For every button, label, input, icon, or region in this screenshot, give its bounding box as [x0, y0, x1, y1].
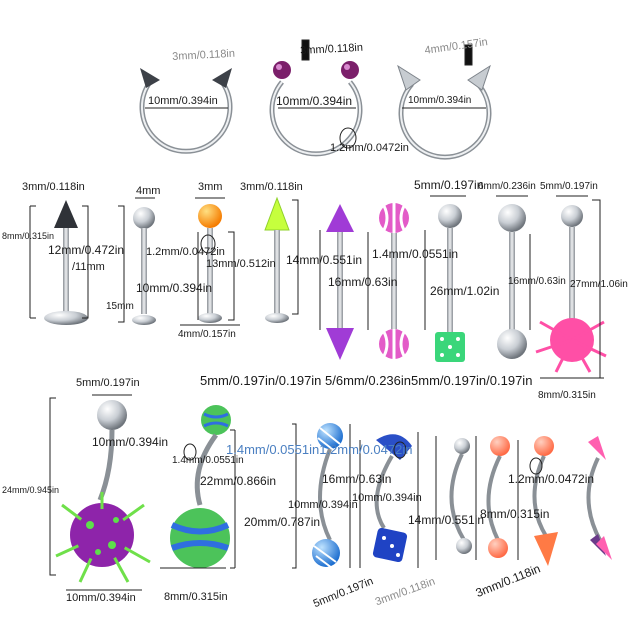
- labret-lime-length: 14mm/0.551in: [286, 253, 363, 267]
- barbell-purple-spikes: [326, 204, 354, 360]
- ring-spike-silver: [397, 64, 492, 160]
- barbell-steel-top: 6mm/0.236in: [478, 181, 536, 192]
- labret-orange-gauge: 1.2mm/0.0472in: [146, 246, 225, 258]
- curved-coral-spike: [532, 436, 558, 566]
- barbell-pink-koosh: [535, 205, 607, 373]
- navel-koosh-top: 5mm/0.197in: [76, 377, 140, 389]
- barbell-dice-length: 26mm/1.02in: [430, 284, 500, 298]
- labret-lime-spike: [264, 196, 290, 323]
- labret-spike-length-alt: /11mm: [72, 261, 105, 273]
- curved-steel: [449, 438, 472, 554]
- barbell-magenta-striped: [379, 203, 409, 359]
- barbell-koosh-base: 8mm/0.315in: [538, 390, 596, 401]
- ring1-diameter: 10mm/0.394in: [148, 95, 218, 107]
- labret-ball-top: 4mm: [136, 185, 161, 197]
- labret-spike-length: 12mm/0.472in: [48, 243, 125, 257]
- curved-pink-spike: [586, 436, 612, 560]
- curved-dice-mid: 10mm/0.394in: [352, 492, 422, 504]
- barbell-steel: [497, 204, 527, 359]
- ring-purple-balls: [269, 61, 363, 157]
- navel-green-striped: [170, 405, 231, 568]
- labret-orange-length-a: 13mm/0.512in: [206, 258, 276, 270]
- navel-purple-koosh: [55, 400, 151, 583]
- labret-orange-top: 3mm: [198, 181, 223, 193]
- labret-ball-base: 15mm: [106, 301, 134, 312]
- labret-spike: [44, 200, 88, 325]
- curved-blue-dice: [372, 434, 412, 563]
- barbell-koosh-top: 5mm/0.197in: [540, 181, 598, 192]
- labret-ball: [132, 207, 156, 325]
- barbell-koosh-length: 27mm/1.06in: [570, 279, 628, 290]
- barbell-green-dice: [435, 204, 465, 362]
- labret-orange-base: 4mm/0.157in: [178, 329, 236, 340]
- labret-spike-side: 8mm/0.315in: [2, 231, 55, 241]
- navel-koosh-length: 24mm/0.945in: [2, 485, 60, 495]
- curved-gauge-sizes: 1.4mm/0.0551in1.2mm/0.0472in: [226, 442, 413, 457]
- row2-bottom-sizes: 5mm/0.197in/0.197in 5/6mm/0.236in5mm/0.1…: [200, 373, 533, 388]
- ring2-diameter: 10mm/0.394in: [276, 94, 353, 108]
- curved-blue-striped: [312, 423, 343, 569]
- curved-coral-gauge: 1.2mm/0.0472in: [508, 472, 595, 486]
- labret-spike-top: 3mm/0.118in: [22, 181, 85, 193]
- navel-striped-gauge: 1.4mm/0.0551in: [172, 455, 244, 466]
- curved-blue-length: 16mm/0.63in: [322, 472, 392, 486]
- labret-orange-length-b: 10mm/0.394in: [136, 281, 213, 295]
- labret-lime-top: 3mm/0.118in: [240, 181, 303, 193]
- navel-koosh-base: 10mm/0.394in: [66, 592, 136, 604]
- navel-striped-base: 8mm/0.315in: [164, 591, 228, 603]
- labret-orange-ball: [198, 204, 222, 323]
- barbell-magenta-gauge: 1.4mm/0.0551in: [372, 247, 459, 261]
- ring3-diameter: 10mm/0.394in: [408, 95, 472, 106]
- curved-coral: [486, 436, 510, 558]
- barbell-dice-top: 5mm/0.197in: [414, 178, 484, 192]
- ring-spike-steel: [139, 68, 233, 154]
- curved-blue-mid: 10mm/0.394in: [288, 499, 358, 511]
- navel-koosh-mid: 10mm/0.394in: [92, 435, 169, 449]
- navel-striped-length-b: 20mm/0.787in: [244, 515, 321, 529]
- ring2-gauge: 1.2mm/0.0472in: [330, 142, 409, 154]
- curved-coral-length: 8mm/0.315in: [480, 507, 550, 521]
- navel-striped-length-a: 22mm/0.866in: [200, 474, 277, 488]
- barbell-steel-length: 16mm/0.63in: [508, 276, 566, 287]
- barbell-purple-length: 16mm/0.63in: [328, 275, 398, 289]
- curved-steel-length: 14mm/0.551in: [408, 513, 485, 527]
